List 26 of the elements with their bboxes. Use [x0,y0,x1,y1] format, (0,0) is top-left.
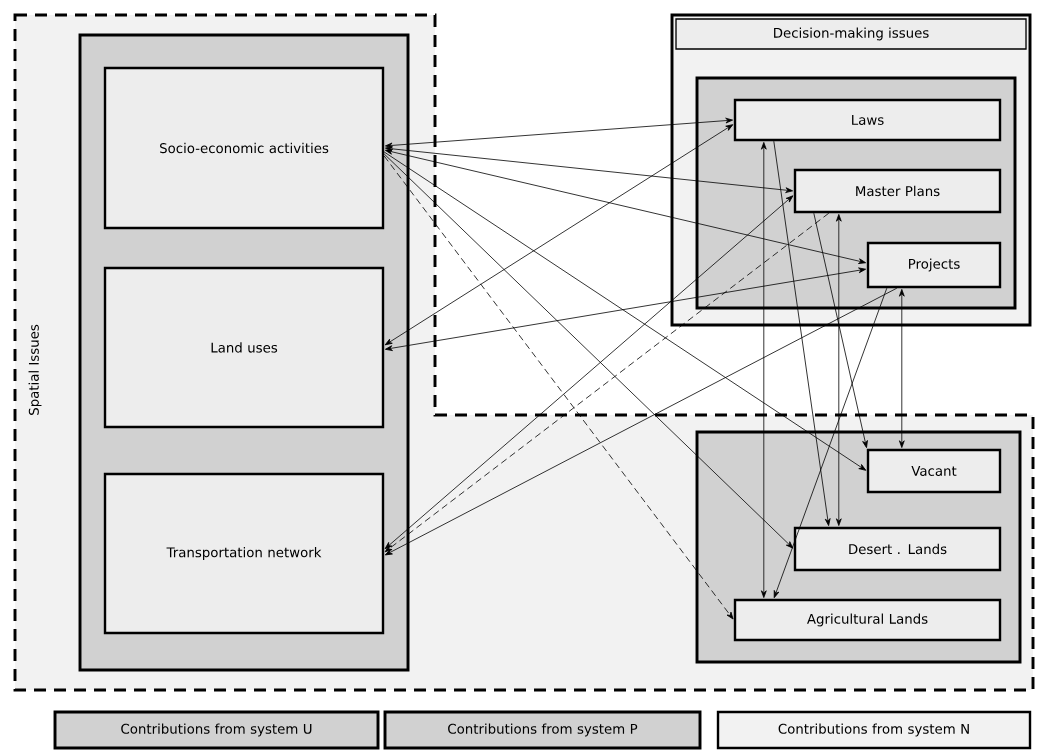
process-box: Laws [733,98,1002,142]
arrow [835,214,842,526]
process-box: Master Plans [793,168,1002,214]
arrow [773,287,888,599]
arrow [760,142,767,598]
arrow [384,149,867,264]
process-box: Vacant [866,448,1002,494]
arrow [813,212,868,449]
arrow [898,289,905,448]
arrow [384,124,734,346]
contribution-box: Contributions from system N [716,710,1032,750]
arrow [383,151,867,471]
contribution-box: Contributions from system U [53,710,380,750]
process-box: Agricultural Lands [733,598,1002,642]
process-box: Desert . Lands [793,526,1002,572]
arrow [773,140,831,526]
arrow [385,267,867,351]
process-box: Projects [866,241,1002,289]
arrow [385,146,793,193]
process-box: Transportation network [103,472,385,635]
process-box: Socio-economic activities [103,66,385,230]
arrow [384,287,898,556]
arrow [385,117,733,149]
process-box: Land uses [103,266,385,429]
arrow [383,155,734,620]
contribution-box: Contributions from system P [383,710,702,750]
